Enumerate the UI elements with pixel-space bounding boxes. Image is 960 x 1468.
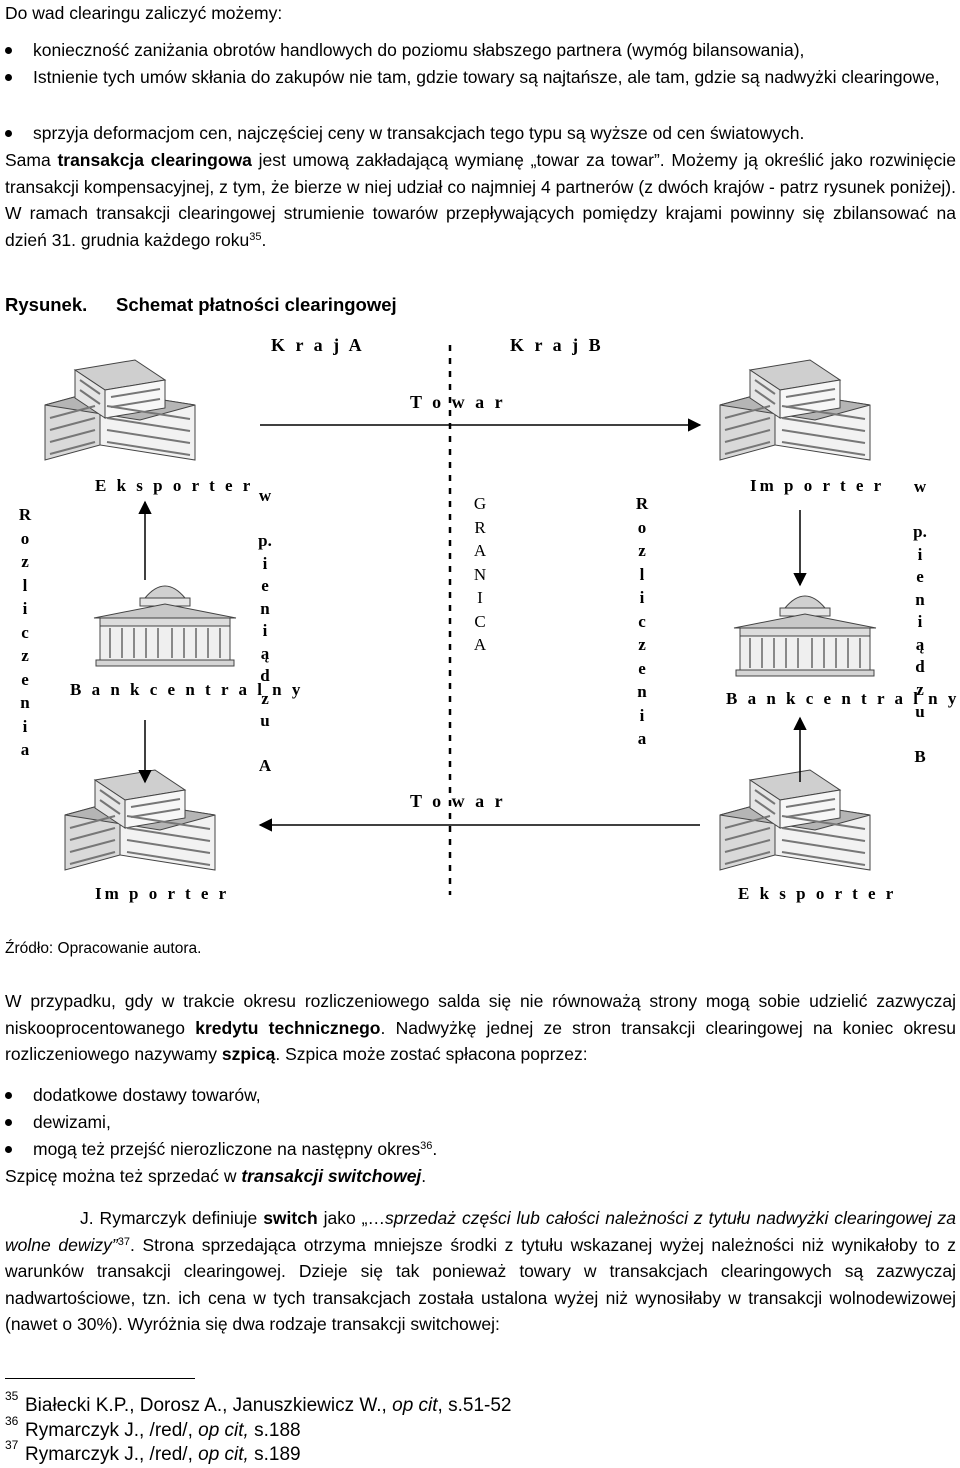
bank-a-building-icon: [93, 585, 237, 667]
list-item-text: dewizami,: [33, 1112, 111, 1132]
bank-b-building-icon: [733, 595, 877, 677]
list-item: Istnienie tych umów skłania do zakupów n…: [5, 64, 956, 118]
figure-title: Schemat płatności clearingowej: [116, 294, 397, 315]
list-item: dodatkowe dostawy towarów,: [5, 1082, 956, 1109]
importer-a-label: Im p o r t e r: [95, 884, 230, 903]
paragraph-switch-definition: J. Rymarczyk definiuje switch jako „…spr…: [5, 1208, 957, 1334]
list-item: mogą też przejść nierozliczone na następ…: [5, 1136, 956, 1163]
switch-line: Szpicę można też sprzedać w transakcji s…: [5, 1166, 427, 1186]
importer-b-label: Im p o r t e r: [750, 476, 885, 495]
bullet-icon: [5, 74, 12, 81]
bank-a-label: B a n k c e n t r a l n y: [70, 680, 304, 699]
bullet-icon: [5, 47, 12, 54]
exporter-a-building-icon: [44, 359, 196, 461]
bullet-icon: [5, 130, 12, 137]
list-item: konieczność zaniżania obrotów handlowych…: [5, 37, 956, 64]
list-item: sprzyja deformacjom cen, najczęściej cen…: [5, 120, 956, 147]
list-item-text: dodatkowe dostawy towarów,: [33, 1085, 261, 1105]
list-item-text: mogą też przejść nierozliczone na następ…: [33, 1139, 438, 1159]
exporter-a-label: E k s p o r t e r: [95, 476, 254, 495]
goods-top-label: T o w a r: [410, 392, 506, 412]
list-item-text: sprzyja deformacjom cen, najczęściej cen…: [33, 123, 805, 143]
figure-source: Źródło: Opracowanie autora.: [5, 940, 202, 957]
list-item-text: konieczność zaniżania obrotów handlowych…: [33, 40, 805, 60]
bullet-icon: [5, 1092, 12, 1099]
exporter-b-building-icon: [719, 769, 871, 871]
exporter-b-label: E k s p o r t e r: [738, 884, 897, 903]
paragraph-clearing-transaction: Sama transakcja clearingowa jest umową z…: [5, 150, 956, 250]
clearing-diagram: [44, 345, 877, 895]
list-item: dewizami,: [5, 1109, 956, 1136]
paragraph-technical-credit: W przypadku, gdy w trakcie okresu rozlic…: [5, 991, 956, 1064]
country-b-label: K r a j B: [510, 335, 604, 355]
list-item-text: Istnienie tych umów skłania do zakupów n…: [33, 67, 940, 87]
country-a-label: K r a j A: [271, 335, 365, 355]
figure-label: Rysunek.: [5, 294, 88, 315]
goods-bottom-label: T o w a r: [410, 791, 506, 811]
bullet-icon: [5, 1146, 12, 1153]
footnote-divider: [5, 1378, 195, 1379]
intro-heading: Do wad clearingu zaliczyć możemy:: [5, 3, 283, 23]
bullet-icon: [5, 1119, 12, 1126]
bank-b-label: B a n k c e n t r a l n y: [726, 689, 960, 708]
importer-a-building-icon: [64, 769, 216, 871]
importer-b-building-icon: [719, 359, 871, 461]
